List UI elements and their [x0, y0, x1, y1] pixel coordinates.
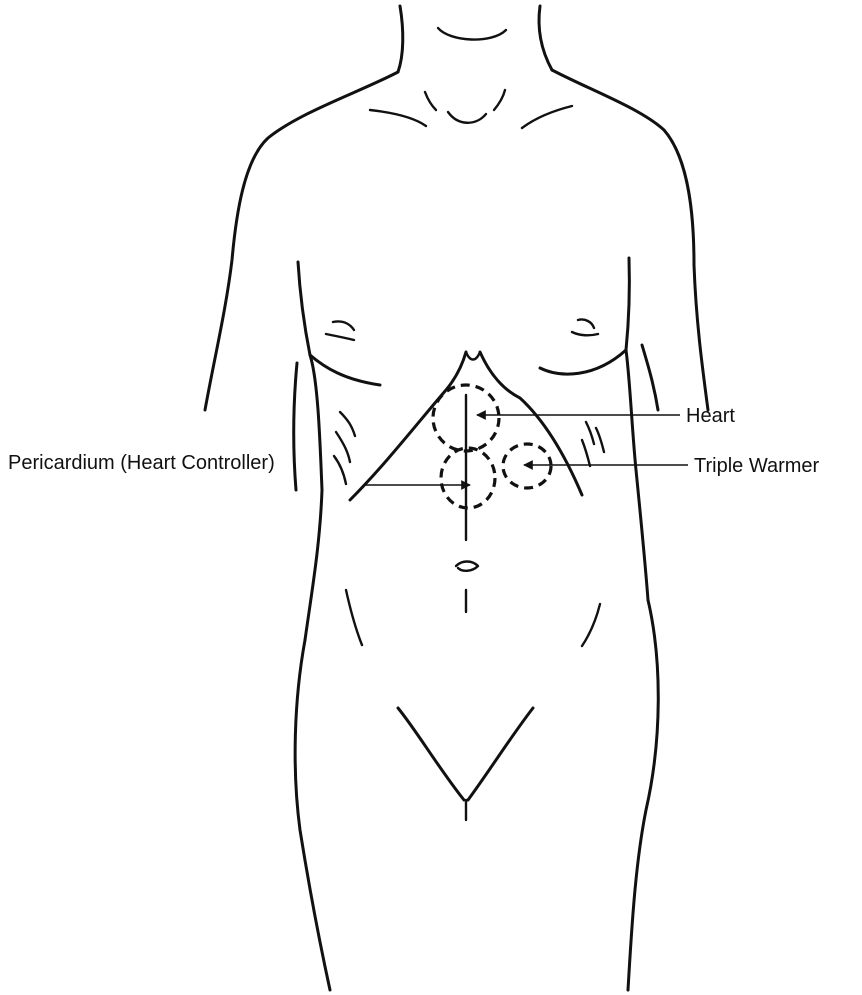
left-nipple-mark — [326, 321, 354, 340]
left-abdomen-line — [346, 590, 362, 645]
body-outline — [205, 6, 708, 990]
left-shoulder-arm — [205, 72, 398, 410]
right-neck-cord — [494, 90, 505, 110]
left-ribs — [334, 412, 355, 484]
pericardium-label: Pericardium (Heart Controller) — [8, 452, 275, 474]
neck-left-line — [398, 6, 403, 72]
triple-warmer-label: Triple Warmer — [694, 455, 820, 477]
left-hip-leg — [295, 640, 330, 990]
left-inner-arm — [298, 262, 310, 355]
left-breast — [310, 355, 380, 385]
right-breast — [540, 350, 626, 374]
jaw-curve — [438, 28, 506, 40]
annotations: Heart Triple Warmer Pericardium (Heart C… — [8, 405, 820, 485]
neck-right-line — [539, 6, 552, 70]
right-abdomen-line — [582, 604, 600, 646]
pericardium-zone — [441, 448, 495, 508]
right-nipple-mark — [572, 319, 598, 335]
navel — [456, 562, 478, 571]
throat-hollow — [448, 112, 486, 123]
right-torso-side — [626, 350, 648, 600]
right-inner-arm — [626, 258, 629, 350]
heart-label: Heart — [686, 405, 735, 427]
left-groin — [398, 708, 464, 800]
right-groin — [468, 708, 533, 800]
right-hip-leg — [628, 600, 658, 990]
right-collarbone — [522, 106, 572, 128]
left-collarbone — [370, 110, 426, 126]
organ-zones — [433, 385, 551, 508]
right-ribs — [582, 422, 604, 466]
left-torso-side — [305, 355, 322, 640]
right-shoulder-arm — [552, 70, 708, 410]
sternum-notch — [466, 352, 480, 360]
right-back-contour — [642, 345, 658, 410]
left-neck-cord — [425, 92, 436, 110]
left-back-contour — [294, 363, 297, 490]
triple-warmer-zone — [503, 444, 551, 488]
